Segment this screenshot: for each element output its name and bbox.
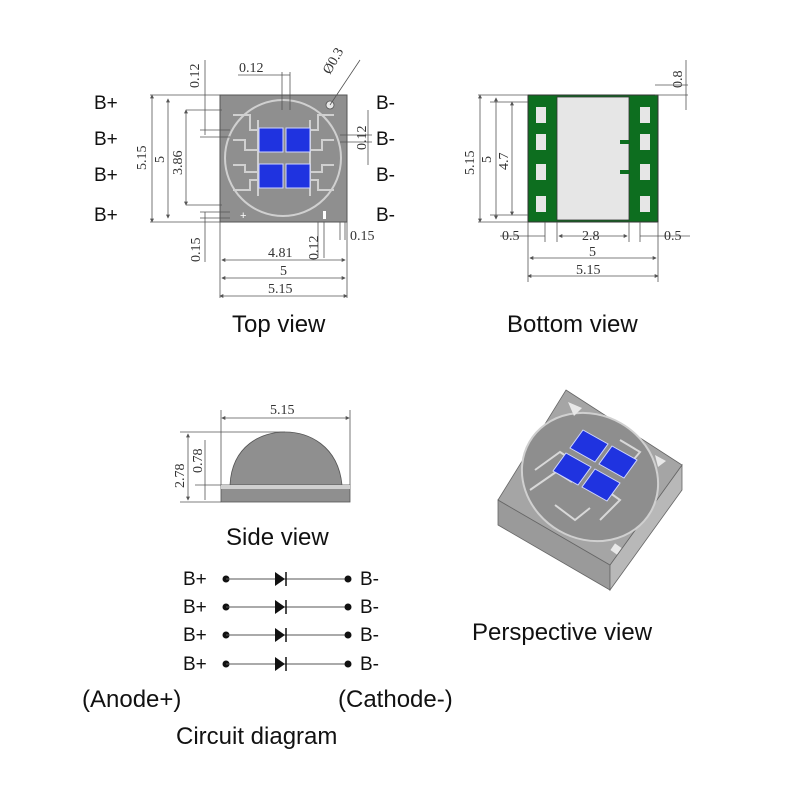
perspective-view: Perspective view bbox=[472, 389, 683, 646]
top-view-label-bplus-1: B+ bbox=[94, 93, 118, 114]
top-view-label-bminus-1: B- bbox=[376, 93, 395, 114]
top-view-dim-bottom-481: 4.81 bbox=[268, 246, 293, 261]
bottom-view-notch-1 bbox=[620, 140, 629, 144]
bottom-view-pad-right-3 bbox=[640, 164, 650, 180]
bottom-view-dim-left-5: 5 bbox=[480, 156, 495, 163]
side-view: 5.15 2.78 0.78 Side view bbox=[173, 403, 351, 551]
circuit-row-1-left: B+ bbox=[183, 569, 207, 590]
top-view-package bbox=[219, 94, 348, 223]
bottom-view: 0.8 5.15 5 4.7 0.5 2.8 0.5 5 5.15 Bottom… bbox=[463, 60, 690, 338]
circuit-diagram-caption: Circuit diagram bbox=[176, 723, 337, 750]
top-view-label-bminus-3: B- bbox=[376, 165, 395, 186]
side-view-dim-left-078: 0.78 bbox=[191, 449, 206, 474]
bottom-view-dim-bottom-515: 5.15 bbox=[576, 263, 601, 278]
side-view-caption: Side view bbox=[226, 524, 329, 551]
top-view-minus-mark bbox=[323, 211, 326, 219]
bottom-view-dim-top-right-08: 0.8 bbox=[671, 71, 686, 89]
circuit-row-4-left: B+ bbox=[183, 654, 207, 675]
bottom-view-thermal-pad bbox=[556, 96, 630, 221]
perspective-view-caption: Perspective view bbox=[472, 619, 653, 646]
top-view-label-bplus-4: B+ bbox=[94, 205, 118, 226]
perspective-corner-mark-2 bbox=[655, 455, 666, 467]
top-view-caption: Top view bbox=[232, 311, 326, 338]
perspective-chip-3 bbox=[552, 452, 592, 486]
side-view-base-top-strip bbox=[221, 485, 350, 489]
top-view-dim-bottom-015-right: 0.15 bbox=[350, 229, 375, 244]
top-view-label-bminus-4: B- bbox=[376, 205, 395, 226]
top-view-chip-3 bbox=[258, 163, 284, 189]
perspective-chip-1 bbox=[569, 429, 609, 463]
top-view: + B+ B+ B+ B+ B- B- B- B- bbox=[94, 46, 395, 338]
top-view-lens-ring bbox=[224, 99, 342, 217]
top-view-dim-top-012: 0.12 bbox=[188, 64, 203, 89]
top-view-dimension-lines bbox=[150, 60, 372, 298]
circuit-row-2-right: B- bbox=[360, 597, 379, 618]
top-view-dim-bottom-015-left: 0.15 bbox=[189, 238, 204, 263]
bottom-view-dim-left-515: 5.15 bbox=[463, 151, 478, 176]
circuit-row-4-right: B- bbox=[360, 654, 379, 675]
circuit-led-symbol-2 bbox=[275, 600, 285, 614]
circuit-row-3-right: B- bbox=[360, 625, 379, 646]
circuit-led-symbol-4 bbox=[275, 657, 285, 671]
bottom-view-dim-bottom-05-left: 0.5 bbox=[502, 229, 520, 244]
circuit-row: B+ B- bbox=[183, 654, 379, 675]
circuit-row-3-left: B+ bbox=[183, 625, 207, 646]
top-view-label-bplus-3: B+ bbox=[94, 165, 118, 186]
circuit-row: B+ B- bbox=[183, 597, 379, 618]
bottom-view-dim-left-47: 4.7 bbox=[497, 153, 512, 171]
circuit-anode-label: (Anode+) bbox=[82, 686, 181, 713]
circuit-row-2-left: B+ bbox=[183, 597, 207, 618]
bottom-view-pad-left-4 bbox=[536, 196, 546, 212]
top-view-chip-4 bbox=[285, 163, 311, 189]
circuit-cathode-label: (Cathode-) bbox=[338, 686, 453, 713]
perspective-corner-mark-3 bbox=[610, 543, 622, 555]
top-view-label-bplus-2: B+ bbox=[94, 129, 118, 150]
side-view-dome bbox=[229, 431, 343, 486]
perspective-chip-4 bbox=[581, 468, 621, 502]
bottom-view-notch-2 bbox=[620, 170, 629, 174]
perspective-corner-mark-1 bbox=[568, 402, 582, 416]
top-view-dim-bottom-5: 5 bbox=[280, 264, 287, 279]
bottom-view-pad-left-3 bbox=[536, 164, 546, 180]
bottom-view-pad-right-4 bbox=[640, 196, 650, 212]
circuit-diagram: B+ B- B+ B- B+ B- B+ bbox=[82, 569, 453, 750]
top-view-dim-hole-dia: Ø0.3 bbox=[320, 46, 347, 77]
bottom-view-pad-left-2 bbox=[536, 134, 546, 150]
bottom-view-pad-left-1 bbox=[536, 107, 546, 123]
circuit-row-1-right: B- bbox=[360, 569, 379, 590]
top-view-dim-left-515: 5.15 bbox=[135, 146, 150, 171]
top-view-dim-left-5: 5 bbox=[153, 156, 168, 163]
top-view-dim-left-386: 3.86 bbox=[171, 151, 186, 176]
bottom-view-dim-bottom-28: 2.8 bbox=[582, 229, 600, 244]
circuit-row: B+ B- bbox=[183, 625, 379, 646]
bottom-view-pad-right-1 bbox=[640, 107, 650, 123]
top-view-plus-mark: + bbox=[240, 210, 246, 222]
bottom-view-dim-bottom-5: 5 bbox=[589, 245, 596, 260]
top-view-dim-right-012: 0.12 bbox=[355, 126, 370, 151]
circuit-led-symbol-3 bbox=[275, 628, 285, 642]
bottom-view-caption: Bottom view bbox=[507, 311, 638, 338]
top-view-hole-leader bbox=[329, 59, 361, 106]
top-view-chip-2 bbox=[285, 127, 311, 153]
bottom-view-pad-right-2 bbox=[640, 134, 650, 150]
top-view-chip-1 bbox=[258, 127, 284, 153]
perspective-chip-2 bbox=[598, 445, 638, 479]
circuit-led-symbol-1 bbox=[275, 572, 285, 586]
side-view-dim-top-515: 5.15 bbox=[270, 403, 295, 418]
top-view-dim-bottom-012: 0.12 bbox=[307, 236, 322, 261]
side-view-dimension-lines bbox=[180, 410, 351, 503]
side-view-dim-left-278: 2.78 bbox=[173, 464, 188, 489]
top-view-dim-bottom-515: 5.15 bbox=[268, 282, 293, 297]
bottom-view-dim-bottom-05-right: 0.5 bbox=[664, 229, 682, 244]
circuit-row: B+ B- bbox=[183, 569, 379, 590]
top-view-label-bminus-2: B- bbox=[376, 129, 395, 150]
top-view-dim-top-gap-012: 0.12 bbox=[239, 61, 264, 76]
bottom-view-dimension-lines bbox=[478, 60, 690, 282]
